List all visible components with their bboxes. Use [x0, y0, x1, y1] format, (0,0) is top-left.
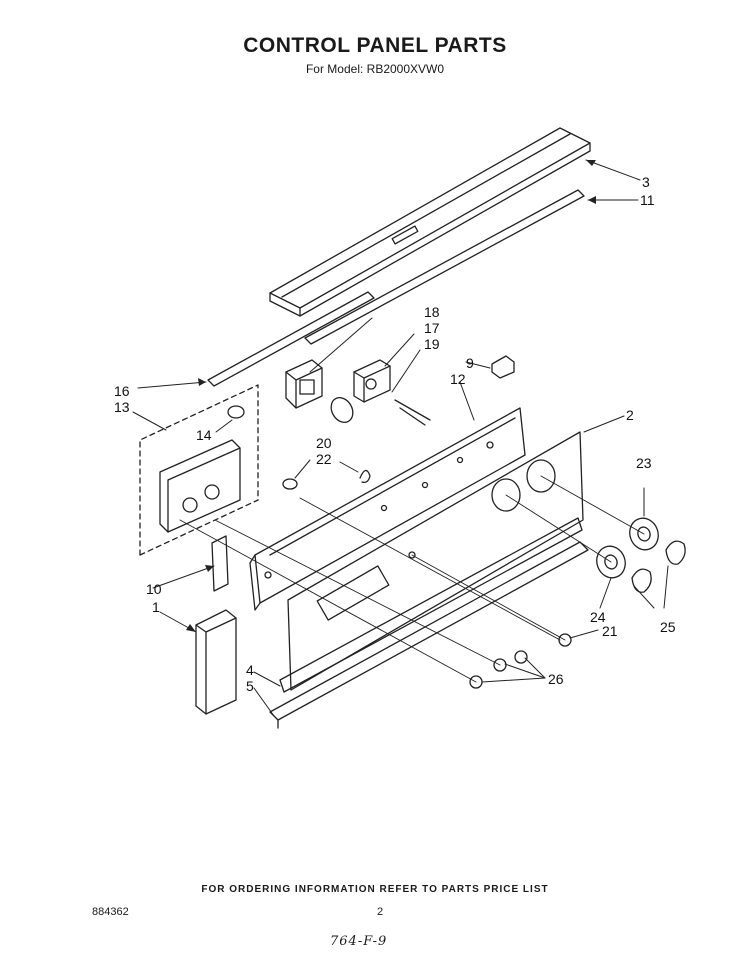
callout-5: 5 [246, 678, 254, 694]
callout-4: 4 [246, 662, 254, 678]
control-knob-lower [631, 568, 652, 593]
callout-13: 13 [114, 399, 130, 415]
callout-19: 19 [424, 336, 440, 352]
callout-12: 12 [450, 371, 466, 387]
callout-3: 3 [642, 174, 650, 190]
lower-trim-channel [269, 517, 589, 729]
top-trim-channel [269, 127, 591, 317]
small-clip [282, 469, 371, 490]
callout-16: 16 [114, 383, 130, 399]
end-cap [195, 609, 237, 715]
bracket [211, 535, 229, 592]
timer-assembly [139, 384, 259, 556]
leader-lines [132, 159, 669, 717]
alignment-lines [179, 475, 645, 683]
callout-20: 20 [316, 435, 332, 451]
callout-26: 26 [548, 671, 564, 687]
callout-11: 11 [640, 192, 655, 208]
control-knob-upper [665, 540, 686, 565]
wire-clip [330, 397, 431, 426]
document-number: 884362 [92, 906, 129, 918]
callout-18: 18 [424, 304, 440, 320]
knob-bezel-lower [596, 545, 626, 579]
callout-23: 23 [636, 455, 652, 471]
upper-control-panel [249, 407, 526, 611]
callout-21: 21 [602, 623, 618, 639]
front-panel-plate [287, 431, 584, 691]
hex-nut [469, 633, 572, 689]
callout-25: 25 [660, 619, 676, 635]
callout-22: 22 [316, 451, 332, 467]
page-number: 2 [377, 906, 384, 918]
page-title: CONTROL PANEL PARTS [243, 34, 507, 57]
knob-bezel-upper [629, 517, 659, 551]
callout-labels: 3 11 18 17 19 9 12 16 13 2 14 20 22 23 1… [114, 174, 676, 694]
callout-9: 9 [466, 355, 474, 371]
callout-24: 24 [590, 609, 606, 625]
trim-strip [207, 291, 375, 387]
callout-14: 14 [196, 427, 212, 443]
switch-bracket [353, 359, 391, 403]
callout-1: 1 [152, 599, 160, 615]
knob-insert [491, 355, 515, 379]
callout-2: 2 [626, 407, 634, 423]
switch-housing [285, 359, 323, 409]
callout-10: 10 [146, 581, 162, 597]
arrowheads [186, 160, 596, 632]
callout-17: 17 [424, 320, 440, 336]
handwritten-note: 764-F-9 [330, 934, 388, 949]
model-subtitle: For Model: RB2000XVW0 [305, 62, 445, 76]
ordering-information-note: FOR ORDERING INFORMATION REFER TO PARTS … [201, 884, 549, 895]
long-rod [304, 189, 585, 345]
